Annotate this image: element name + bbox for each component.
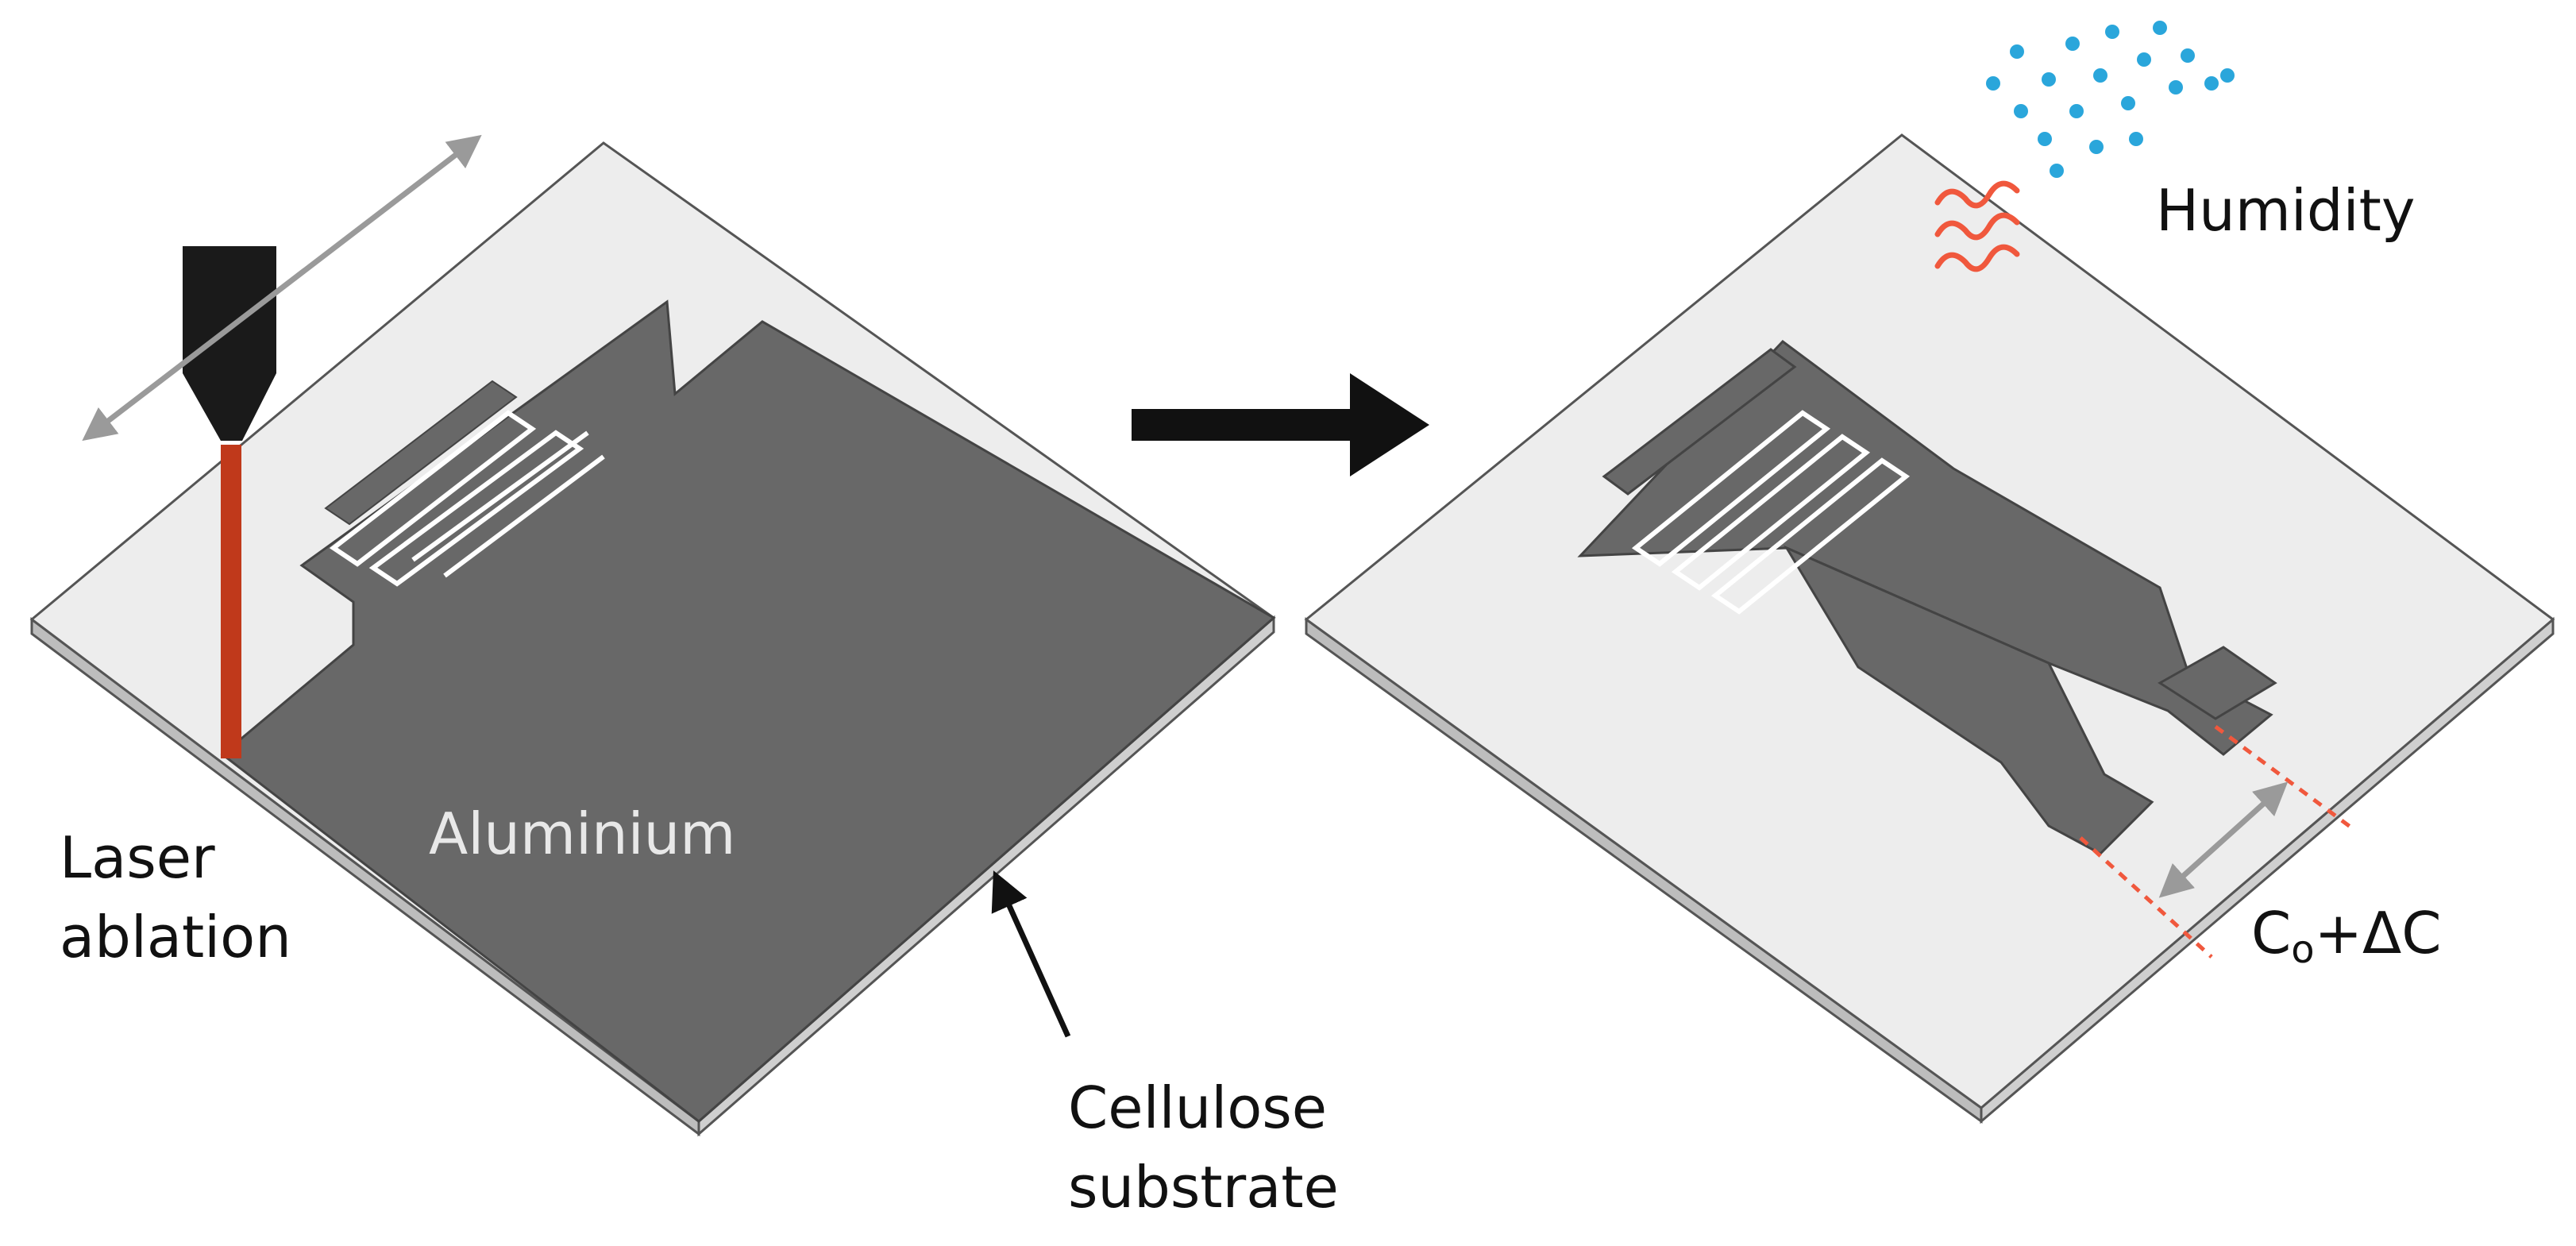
left-electrode-pattern xyxy=(329,410,605,587)
water-droplets-icon xyxy=(1986,21,2235,178)
heat-wave-icon xyxy=(1934,180,2020,272)
laser-head-icon xyxy=(183,246,276,441)
cellulose-label-line1: Cellulose xyxy=(1068,1074,1327,1141)
sensor-fingers xyxy=(1631,410,1911,615)
cellulose-pointer-arrow xyxy=(991,870,1071,1038)
right-panel: Co+ΔC Humi xyxy=(1304,21,2555,1124)
left-panel: Aluminium Laser ablation Cellulose subst… xyxy=(29,134,1339,1221)
aluminium-label: Aluminium xyxy=(429,800,735,867)
laser-label-line1: Laser xyxy=(60,824,215,891)
capacitance-arrow xyxy=(2158,781,2289,898)
scan-direction-arrow xyxy=(82,134,482,442)
humidity-label: Humidity xyxy=(2156,177,2415,244)
laser-beam xyxy=(221,445,241,758)
capacitance-label: Co+ΔC xyxy=(2251,900,2442,972)
laser-label-line2: ablation xyxy=(60,904,291,970)
sensor-comb-top xyxy=(1602,348,1797,496)
sensor-electrode xyxy=(1577,340,2277,855)
process-arrow xyxy=(1132,373,1429,476)
capacitance-guides xyxy=(2079,724,2356,959)
cellulose-label-line2: substrate xyxy=(1068,1154,1339,1221)
